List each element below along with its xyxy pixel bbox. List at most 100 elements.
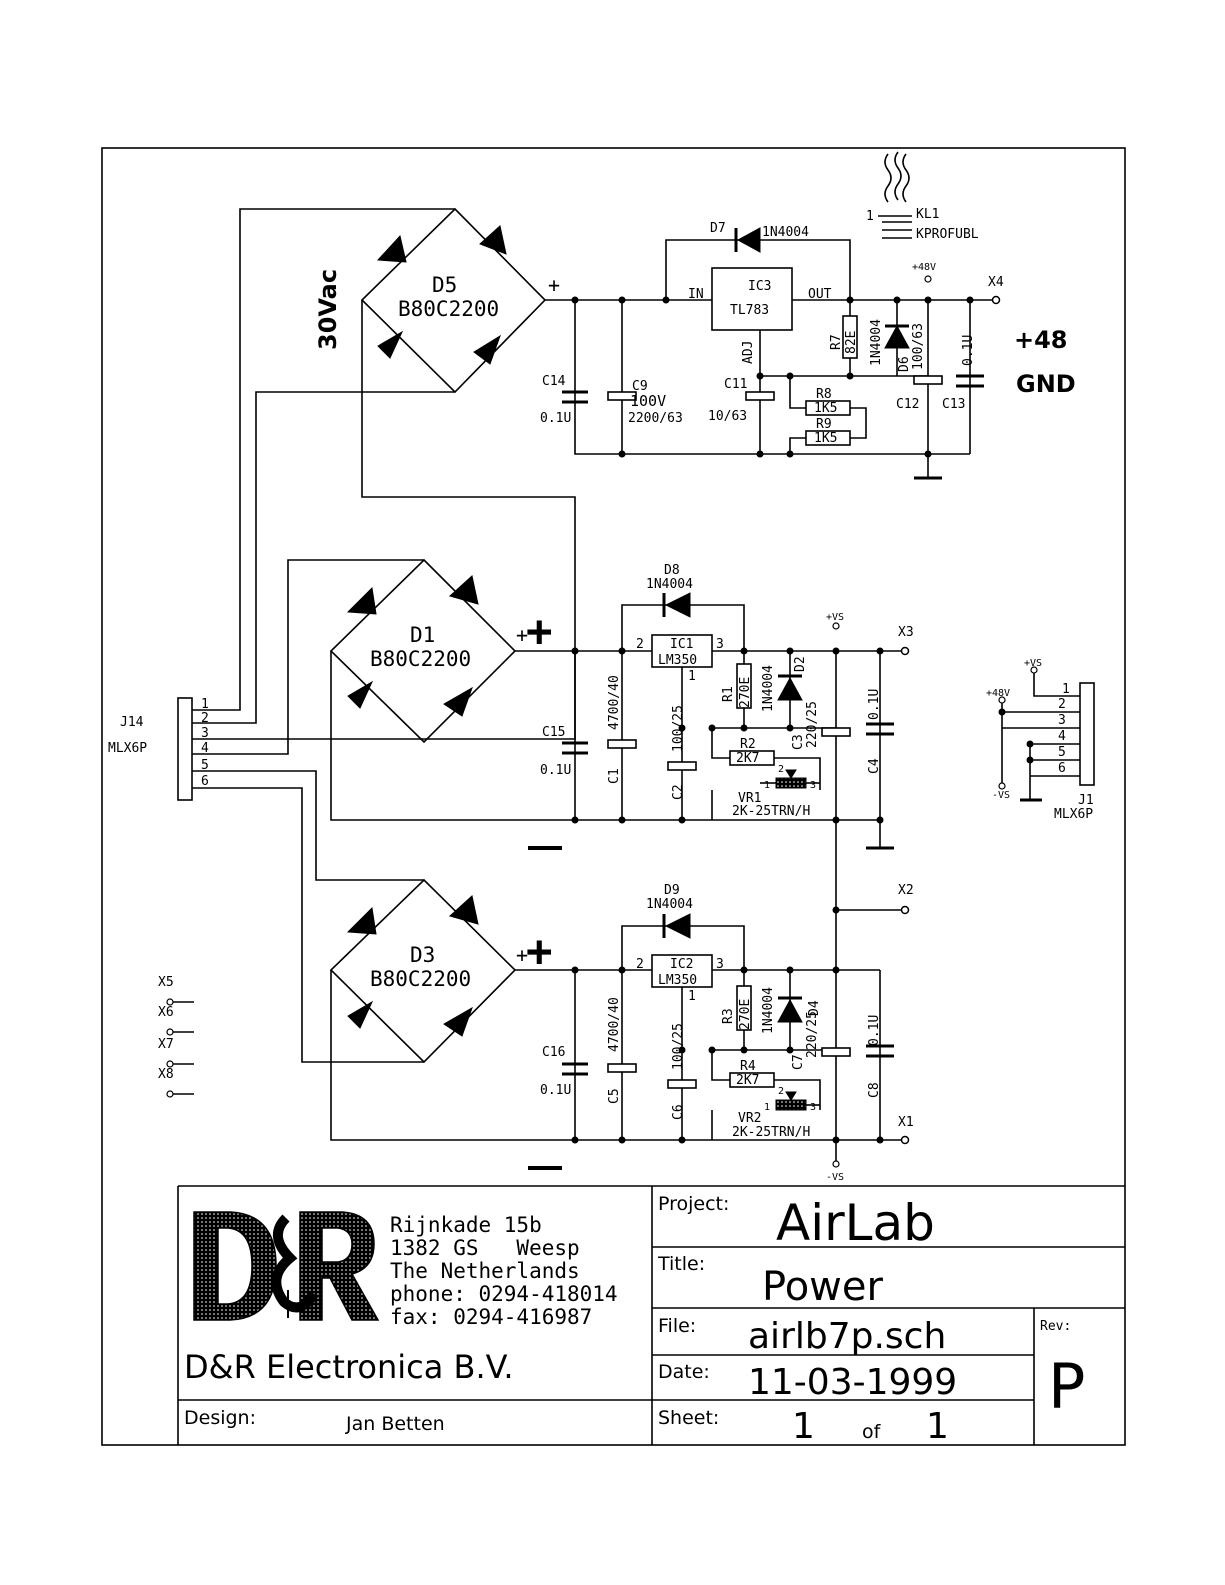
sheet-of: of xyxy=(862,1421,882,1443)
ic3-ref: IC3 xyxy=(748,279,771,294)
bridge-d5: D5 B80C2200 + xyxy=(360,207,560,394)
bridge-d1-plus-small: + xyxy=(516,623,528,647)
bridge-d3-plus-big: + xyxy=(526,926,553,977)
d9-value: 1N4004 xyxy=(646,897,693,912)
c4-value: 0.1U xyxy=(867,689,882,720)
company-name: D&R Electronica B.V. xyxy=(184,1348,514,1386)
c7-value: 220/25 xyxy=(805,1011,820,1058)
d4-ref: D4 xyxy=(807,1000,822,1016)
x6-ref: X6 xyxy=(158,1005,174,1020)
ic1-value: LM350 xyxy=(658,653,697,668)
j1-pin6: 6 xyxy=(1058,761,1066,776)
x3-ref: X3 xyxy=(898,625,914,640)
ac-voltage-label: 30Vac xyxy=(314,269,342,350)
ic2-pin2: 2 xyxy=(636,957,644,972)
d9-ref: D9 xyxy=(664,883,680,898)
d8-value: 1N4004 xyxy=(646,577,693,592)
c4-ref: C4 xyxy=(867,758,882,774)
j1-pin3: 3 xyxy=(1058,713,1066,728)
ic2-value: LM350 xyxy=(658,973,697,988)
ic1-pin1: 1 xyxy=(688,669,696,684)
c5-ref: C5 xyxy=(607,1088,622,1104)
j1-pin4: 4 xyxy=(1058,729,1066,744)
vr2-pin1: 1 xyxy=(764,1102,770,1113)
vr1-pin1: 1 xyxy=(764,780,770,791)
r3-ref: R3 xyxy=(721,1008,736,1024)
c12-ref: C12 xyxy=(896,397,919,412)
sheet-total: 1 xyxy=(926,1406,949,1447)
rail-48v-label: +48V xyxy=(912,262,936,273)
bridge-d5-ref: D5 xyxy=(432,273,457,297)
c6-value: 100/25 xyxy=(671,1023,686,1070)
bridge-d3: D3 B80C2200 + + xyxy=(329,878,562,1170)
j14-ref: J14 xyxy=(120,715,144,730)
ic2-pin1: 1 xyxy=(688,989,696,1004)
c8-ref: C8 xyxy=(867,1082,882,1098)
vr2-pin3: 3 xyxy=(810,1102,816,1113)
j1-plus-vs: +VS xyxy=(1024,658,1042,669)
c16-value: 0.1U xyxy=(540,1083,571,1098)
x2-ref: X2 xyxy=(898,883,914,898)
title-value: Power xyxy=(762,1264,883,1310)
dr-logo xyxy=(193,1211,380,1321)
r2-value: 2K7 xyxy=(736,751,759,766)
regulator-48v xyxy=(545,227,1001,480)
r3-value: 270E xyxy=(738,999,753,1030)
r2-ref: R2 xyxy=(740,737,756,752)
c14-ref: C14 xyxy=(542,374,566,389)
regulator-positive xyxy=(330,592,910,1140)
d2-ref: D2 xyxy=(793,656,808,672)
regulator-negative xyxy=(330,913,910,1168)
address-line5: fax: 0294-416987 xyxy=(390,1305,592,1329)
c9-ref: C9 xyxy=(632,379,648,394)
j1-value: MLX6P xyxy=(1054,807,1093,822)
c3-value: 220/25 xyxy=(805,701,820,748)
title-label: Title: xyxy=(657,1253,705,1275)
address-line1: Rijnkade 15b xyxy=(390,1213,542,1237)
vr1-pin3: 3 xyxy=(810,780,816,791)
kl1-ref: KL1 xyxy=(916,207,939,222)
c12-value: 100/63 xyxy=(911,323,926,370)
file-label: File: xyxy=(658,1315,696,1337)
c15-ref: C15 xyxy=(542,725,565,740)
j1-pin1: 1 xyxy=(1062,682,1070,697)
r4-ref: R4 xyxy=(740,1059,756,1074)
address-line3: The Netherlands xyxy=(390,1259,580,1283)
r4-value: 2K7 xyxy=(736,1073,759,1088)
ic2-pin3: 3 xyxy=(716,957,724,972)
ic1-ref: IC1 xyxy=(670,637,693,652)
c14-value: 0.1U xyxy=(540,411,571,426)
r7-ref: R7 xyxy=(829,334,844,350)
connector-j1 xyxy=(998,666,1095,802)
c11-value: 10/63 xyxy=(708,409,747,424)
spare-terminals xyxy=(166,998,194,1098)
j1-pin5: 5 xyxy=(1058,745,1066,760)
rev-value: P xyxy=(1048,1350,1085,1423)
sheet-label: Sheet: xyxy=(658,1407,719,1429)
heatsink-kl1 xyxy=(878,151,912,239)
j14-value: MLX6P xyxy=(108,741,147,756)
rail-pos-vs-label: +VS xyxy=(826,612,844,623)
c7-ref: C7 xyxy=(791,1054,806,1070)
d6-ref: D6 xyxy=(897,356,912,372)
r9-ref: R9 xyxy=(816,417,832,432)
d7-ref: D7 xyxy=(710,221,726,236)
sheet-value: 1 xyxy=(792,1406,815,1447)
vr2-value: 2K-25TRN/H xyxy=(732,1125,810,1140)
j14-pin1: 1 xyxy=(201,697,209,712)
bridge-d3-plus-small: + xyxy=(516,943,528,967)
bridge-d5-plus: + xyxy=(548,273,560,297)
vr2-pin2: 2 xyxy=(778,1086,784,1097)
c6-ref: C6 xyxy=(671,1104,686,1120)
ac-wiring xyxy=(210,208,576,1063)
ic3-pin-adj: ADJ xyxy=(741,341,756,364)
j1-minus-vs: -VS xyxy=(992,790,1010,801)
vr1-pin2: 2 xyxy=(778,764,784,775)
d2-value: 1N4004 xyxy=(761,665,776,712)
vr1-value: 2K-25TRN/H xyxy=(732,804,810,819)
bridge-d1: D1 B80C2200 + + xyxy=(329,558,562,850)
vr2-ref: VR2 xyxy=(738,1111,761,1126)
kl1-pin: 1 xyxy=(866,209,874,224)
bridge-d5-value: B80C2200 xyxy=(398,297,499,321)
